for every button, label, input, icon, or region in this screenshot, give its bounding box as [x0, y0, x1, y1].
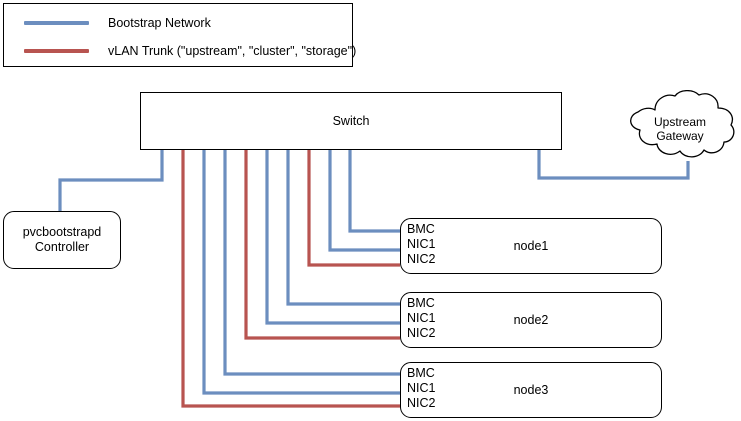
legend-label-bootstrap-network: Bootstrap Network [108, 16, 211, 30]
node-label-node1: node1 [513, 239, 549, 253]
node-box-node2[interactable]: node2 BMC NIC1 NIC2 [400, 292, 662, 348]
controller-node[interactable]: pvcbootstrapd Controller [3, 211, 121, 269]
node-box-node3[interactable]: node3 BMC NIC1 NIC2 [400, 362, 662, 418]
connector-switch-to-gateway [537, 150, 690, 180]
legend-label-vlan-trunk: vLAN Trunk ("upstream", "cluster", "stor… [108, 44, 357, 58]
port-list-node1: BMC NIC1 NIC2 [407, 222, 435, 268]
port-label-node3-nic2: NIC2 [407, 396, 436, 411]
connector-switch-to-node2-nic1 [265, 150, 400, 325]
port-label-node2-nic2: NIC2 [407, 326, 436, 341]
node-label-node3: node3 [513, 383, 549, 397]
port-label-node3-bmc: BMC [407, 366, 435, 380]
connector-switch-to-node1-nic2 [307, 150, 400, 267]
controller-label-line2: Controller [34, 240, 90, 254]
port-label-node2-bmc: BMC [407, 296, 435, 310]
port-list-node2: BMC NIC1 NIC2 [407, 296, 435, 342]
gateway-label-line2: Gateway [656, 129, 704, 143]
node-label-node2: node2 [513, 313, 549, 327]
port-label-node1-nic2: NIC2 [407, 252, 436, 267]
cloud-icon [630, 89, 735, 158]
connector-switch-to-node3-bmc [223, 150, 400, 376]
gateway-label-line1: Upstream [653, 115, 706, 129]
port-label-node1-bmc: BMC [407, 222, 435, 236]
legend: Bootstrap Network vLAN Trunk ("upstream"… [3, 3, 356, 67]
switch-node[interactable]: Switch [140, 92, 562, 150]
legend-item-vlan-trunk: vLAN Trunk ("upstream", "cluster", "stor… [4, 40, 356, 62]
connector-switch-to-node3-nic2 [181, 150, 400, 408]
port-label-node2-nic1: NIC1 [407, 311, 436, 326]
connector-switch-to-node1-bmc [348, 150, 400, 233]
gateway-label: Upstream Gateway [621, 90, 739, 168]
switch-label: Switch [332, 114, 370, 128]
connector-switch-to-node2-nic2 [244, 150, 400, 340]
legend-swatch-vlan-trunk [24, 49, 89, 53]
connector-switch-to-node2-bmc [286, 150, 400, 306]
legend-swatch-bootstrap-network [24, 21, 89, 25]
port-list-node3: BMC NIC1 NIC2 [407, 366, 435, 412]
node-box-node1[interactable]: node1 BMC NIC1 NIC2 [400, 218, 662, 274]
port-label-node3-nic1: NIC1 [407, 381, 436, 396]
legend-item-bootstrap-network: Bootstrap Network [4, 12, 352, 34]
port-label-node1-nic1: NIC1 [407, 237, 436, 252]
connector-switch-to-controller [58, 150, 164, 211]
controller-label-line1: pvcbootstrapd [22, 225, 102, 239]
connector-switch-to-node3-nic1 [202, 150, 400, 395]
gateway-node[interactable]: Upstream Gateway [621, 89, 739, 168]
connector-switch-to-node1-nic1 [328, 150, 400, 252]
